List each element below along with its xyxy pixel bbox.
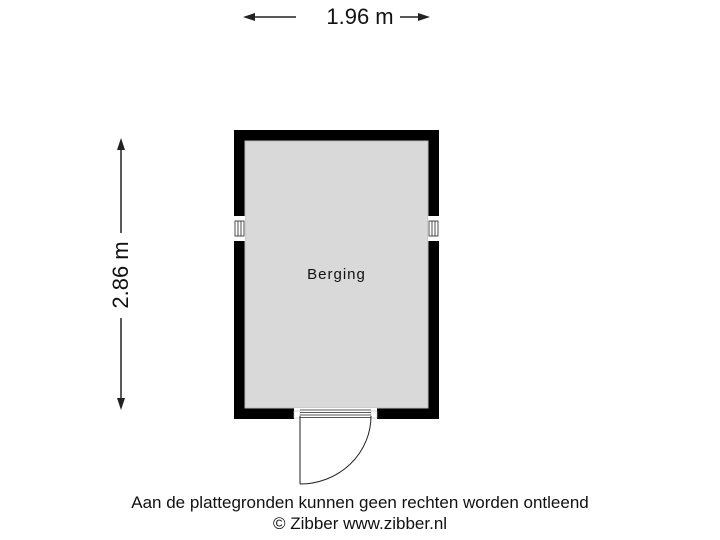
window-left bbox=[234, 216, 245, 241]
height-dimension-label: 2.86 m bbox=[108, 241, 133, 309]
window-right bbox=[428, 216, 439, 241]
copyright-text: © Zibber www.zibber.nl bbox=[272, 514, 448, 533]
disclaimer-text: Aan de plattegronden kunnen geen rechten… bbox=[131, 493, 589, 512]
door bbox=[293, 408, 378, 485]
room-berging bbox=[234, 130, 439, 419]
room-label-berging: Berging bbox=[307, 266, 366, 283]
height-dimension-arrow bbox=[117, 138, 125, 410]
width-dimension-text: 1.96 m bbox=[320, 4, 400, 29]
width-dimension-label: 1.96 m bbox=[0, 3, 720, 31]
